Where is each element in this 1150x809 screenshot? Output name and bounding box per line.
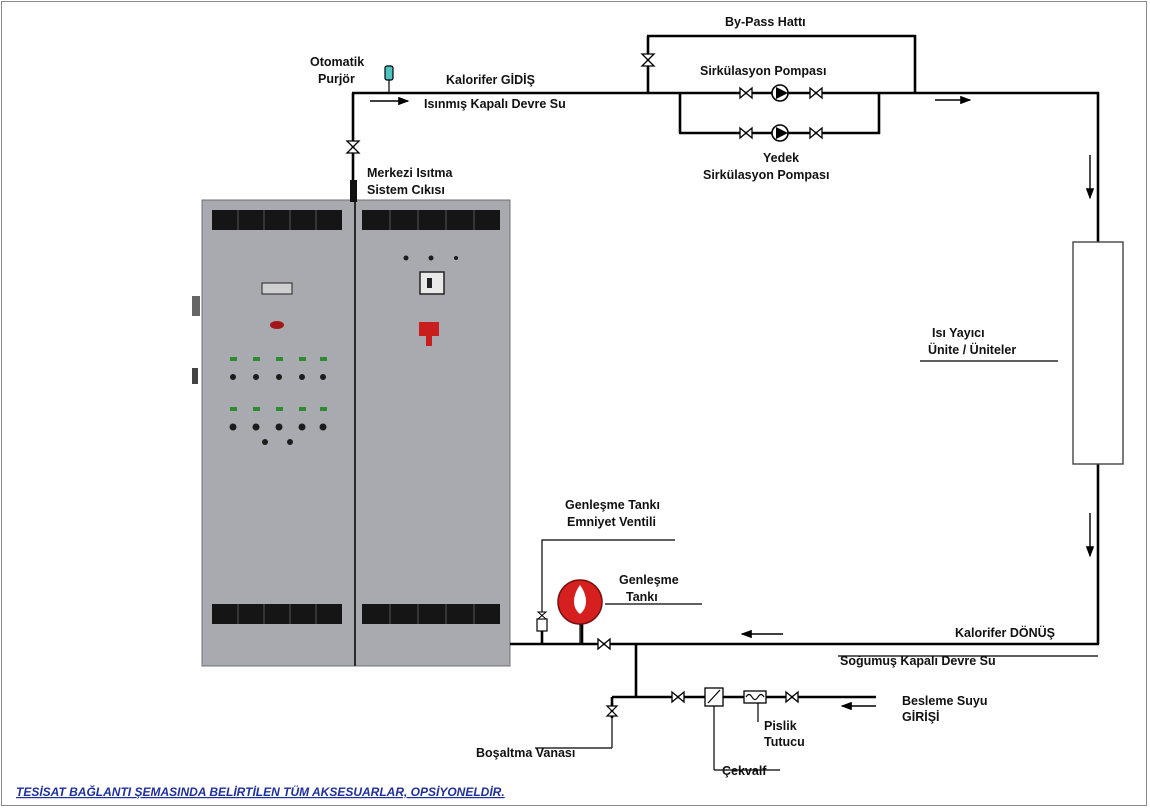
label-pislik-2: Tutucu [764, 735, 805, 749]
control-display [261, 282, 293, 295]
label-sirk-pompasi: Sirkülasyon Pompası [700, 64, 826, 78]
cabinet-top-vents [212, 210, 500, 230]
footer-note: TESİSAT BAĞLANTI ŞEMASINDA BELİRTİLEN TÜ… [16, 784, 505, 799]
pump-icon [771, 84, 789, 142]
strainer-icon [743, 690, 767, 712]
label-purjor: Purjör [318, 72, 355, 86]
label-otomatik: Otomatik [310, 55, 364, 69]
air-vent-icon [384, 65, 394, 93]
label-genlesme-tank-1: Genleşme [619, 573, 679, 587]
label-merkezi-2: Sistem Cıkısı [367, 183, 445, 197]
heat-emitter-unit [1072, 241, 1124, 465]
safety-valve-icon [536, 539, 675, 632]
valve-icon [345, 53, 823, 704]
label-sogumus: Soğumuş Kapalı Devre Su [840, 654, 996, 668]
label-besleme-2: GİRİŞİ [902, 709, 940, 724]
label-cekvalf: Çekvalf [722, 764, 767, 778]
label-merkezi-1: Merkezi Isıtma [367, 166, 454, 180]
label-pislik-1: Pislik [764, 719, 797, 733]
label-yedek: Yedek [763, 151, 799, 165]
boiler-cabinet [192, 199, 511, 667]
label-bosaltma: Boşaltma Vanası [476, 746, 575, 760]
label-yedek-sirk: Sirkülasyon Pompası [703, 168, 829, 182]
label-kalorifer-donus: Kalorifer DÖNÜŞ [955, 625, 1055, 640]
drain-valve-icon [535, 705, 619, 749]
label-genlesme-emn-1: Genleşme Tankı [565, 498, 660, 512]
main-switch [419, 322, 439, 346]
arrow-icon [370, 95, 1095, 711]
indicator-lights [229, 357, 327, 445]
expansion-tank-icon [557, 579, 603, 644]
label-besleme-1: Besleme Suyu [902, 694, 987, 708]
label-kalorifer-gidis: Kalorifer GİDİŞ [446, 72, 535, 87]
label-isinmis: Isınmış Kapalı Devre Su [424, 97, 566, 111]
label-genlesme-tank-2: Tankı [626, 590, 658, 604]
check-valve-icon [704, 687, 780, 771]
label-genlesme-emn-2: Emniyet Ventili [567, 515, 656, 529]
emergency-button [270, 321, 284, 329]
cabinet-bottom-vents [212, 604, 500, 624]
label-isi-yayici-1: Isı Yayıcı [932, 326, 985, 340]
label-bypass: By-Pass Hattı [725, 15, 806, 29]
label-isi-yayici-2: Ünite / Üniteler [928, 342, 1016, 357]
